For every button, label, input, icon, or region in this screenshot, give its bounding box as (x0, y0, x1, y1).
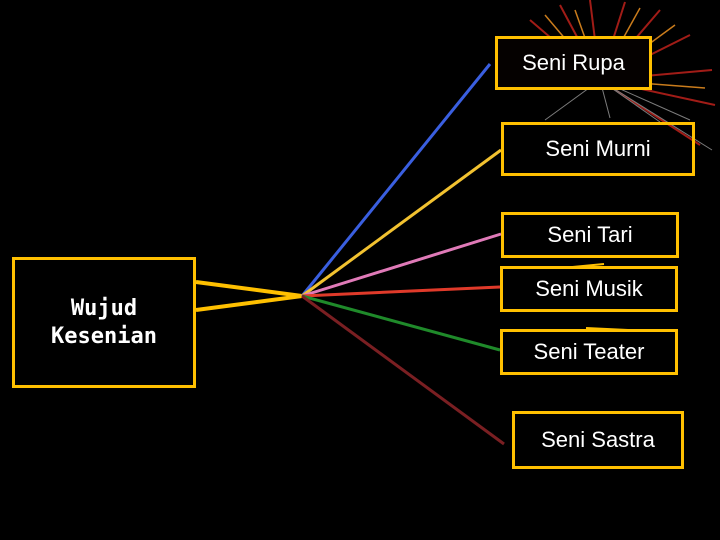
branch-label: Seni Sastra (541, 427, 655, 453)
branch-node-seni-sastra: Seni Sastra (512, 411, 684, 469)
branch-node-seni-musik: Seni Musik (500, 266, 678, 312)
branch-label: Seni Tari (547, 222, 632, 248)
branch-label: Seni Teater (534, 339, 645, 365)
line-seni-sastra (302, 296, 504, 444)
branch-node-seni-rupa: Seni Rupa (495, 36, 652, 90)
root-node-box: Wujud Kesenian (12, 257, 196, 388)
branch-label: Seni Rupa (522, 50, 625, 76)
line-seni-tari (302, 234, 501, 296)
root-node-label: Wujud Kesenian (15, 295, 193, 350)
branch-node-seni-teater: Seni Teater (500, 329, 678, 375)
branch-label: Seni Murni (545, 136, 650, 162)
branch-label: Seni Musik (535, 276, 643, 302)
branch-node-seni-murni: Seni Murni (501, 122, 695, 176)
line-seni-musik (302, 287, 500, 296)
branch-node-seni-tari: Seni Tari (501, 212, 679, 258)
line-seni-teater (302, 296, 500, 350)
